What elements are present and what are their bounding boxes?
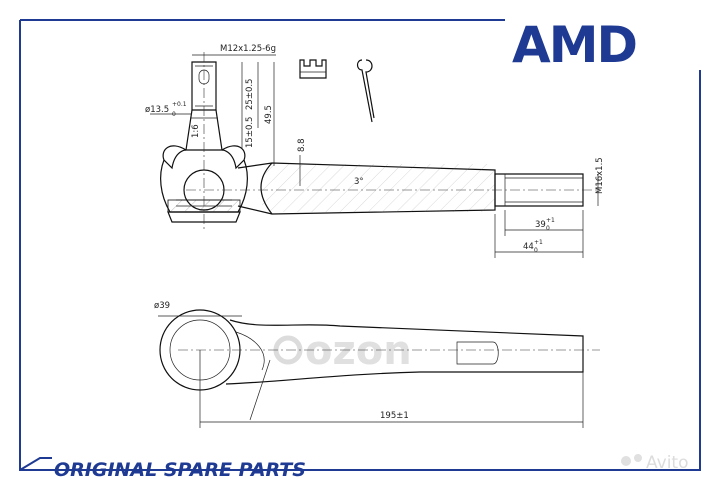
cotter-pin [356,59,375,123]
castle-nut [299,59,327,79]
dim-length-44-tol-low: 0 [534,247,538,254]
watermark-center-text: ozon [305,328,412,374]
dim-thread-end: M16x1.5 [595,157,605,194]
dim-total-length: 195±1 [380,411,409,421]
avito-watermark: Avito [621,453,688,473]
avito-text: Avito [646,453,688,473]
footer-text: ORIGINAL SPARE PARTS [54,459,306,481]
dim-thread-top: M12x1.25-6g [220,44,276,54]
top-view: M12x1.25-6g ø13.5 +0.1 0 25±0.5 49.5 15±… [145,44,605,258]
dim-height-15: 15±0.5 [245,117,255,148]
dim-taper: 1:6 [191,124,201,138]
dim-eye-diameter: ø39 [154,301,170,311]
dim-length-44: 44 [523,242,534,252]
footer: ORIGINAL SPARE PARTS [19,457,306,481]
amd-logo: AMD [512,16,638,74]
dim-height-25: 25±0.5 [245,79,255,110]
dim-stud-diameter-tol: +0.1 [172,101,187,108]
dim-length-39-tol-low: 0 [546,225,550,232]
dim-stud-diameter: ø13.5 [145,105,169,115]
dim-8-8: 8.8 [297,138,307,152]
dim-length-39-tol: +1 [546,217,555,224]
dim-length-39: 39 [535,220,546,230]
brand-logo-text: AMD [512,16,636,74]
dim-height-49: 49.5 [264,105,274,124]
drawing-frame [19,19,701,471]
bottom-view: ø39 195±1 [154,301,600,428]
dim-angle: 3° [354,177,364,187]
dim-length-44-tol: +1 [534,239,543,246]
dim-stud-diameter-tol-low: 0 [172,111,176,118]
ozon-watermark: ozon [273,328,412,374]
